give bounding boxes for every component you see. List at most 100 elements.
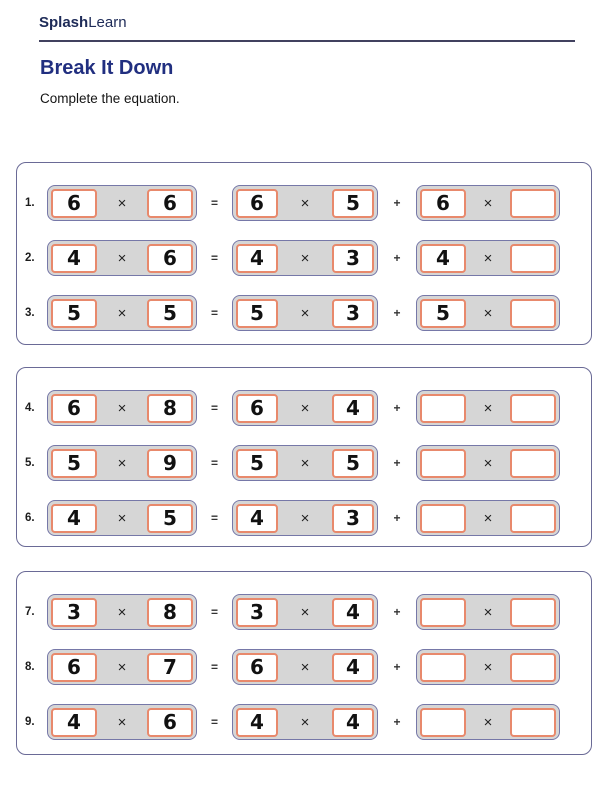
factor-box: 3 xyxy=(332,298,374,328)
equation-group-missing-part: × xyxy=(416,445,560,481)
multiply-icon: × xyxy=(117,304,127,322)
factor-box: 6 xyxy=(51,393,97,423)
multiply-icon: × xyxy=(117,603,127,621)
problem-number: 6. xyxy=(25,512,35,524)
equals-sign: = xyxy=(210,306,218,320)
multiply-icon: × xyxy=(300,194,310,212)
equation-row: 2. 4 × 6 = 4 × 3 + 4 × xyxy=(25,240,591,276)
answer-box[interactable] xyxy=(420,393,466,423)
answer-box[interactable] xyxy=(510,597,556,627)
equation-row: 5. 5 × 9 = 5 × 5 + × xyxy=(25,445,591,481)
equation-group-missing-part: × xyxy=(416,500,560,536)
equation-group-known-part: 5 × 3 xyxy=(232,295,378,331)
plus-sign: + xyxy=(393,605,401,619)
answer-box[interactable] xyxy=(510,393,556,423)
plus-sign: + xyxy=(393,715,401,729)
equation-row: 8. 6 × 7 = 6 × 4 + × xyxy=(25,649,591,685)
multiply-icon: × xyxy=(117,658,127,676)
page-title: Break It Down xyxy=(40,57,174,79)
multiply-icon: × xyxy=(483,304,493,322)
multiply-icon: × xyxy=(117,713,127,731)
multiply-icon: × xyxy=(300,249,310,267)
problem-number: 8. xyxy=(25,661,35,673)
equation-group-known-part: 5 × 5 xyxy=(232,445,378,481)
factor-box: 5 xyxy=(147,298,193,328)
equation-group-product: 6 × 7 xyxy=(47,649,197,685)
equation-group-product: 6 × 8 xyxy=(47,390,197,426)
multiply-icon: × xyxy=(483,194,493,212)
equation-group-product: 5 × 9 xyxy=(47,445,197,481)
logo-text-learn: Learn xyxy=(88,14,127,31)
factor-box: 3 xyxy=(332,503,374,533)
plus-sign: + xyxy=(393,401,401,415)
answer-box[interactable] xyxy=(420,652,466,682)
factor-box: 5 xyxy=(236,448,278,478)
answer-box[interactable] xyxy=(510,243,556,273)
multiply-icon: × xyxy=(300,713,310,731)
multiply-icon: × xyxy=(483,249,493,267)
equation-row: 9. 4 × 6 = 4 × 4 + × xyxy=(25,704,591,740)
factor-box: 6 xyxy=(51,188,97,218)
answer-box[interactable] xyxy=(510,298,556,328)
factor-box: 8 xyxy=(147,393,193,423)
answer-box[interactable] xyxy=(420,707,466,737)
plus-sign: + xyxy=(393,306,401,320)
multiply-icon: × xyxy=(300,603,310,621)
equation-group-missing-part: × xyxy=(416,704,560,740)
equation-group-known-part: 6 × 4 xyxy=(232,649,378,685)
equation-row: 7. 3 × 8 = 3 × 4 + × xyxy=(25,594,591,630)
factor-box: 5 xyxy=(51,298,97,328)
answer-box[interactable] xyxy=(510,503,556,533)
multiply-icon: × xyxy=(483,658,493,676)
answer-box[interactable] xyxy=(420,448,466,478)
equation-group-known-part: 3 × 4 xyxy=(232,594,378,630)
answer-box[interactable] xyxy=(510,448,556,478)
factor-box: 5 xyxy=(236,298,278,328)
equation-group-missing-part: × xyxy=(416,594,560,630)
equation-group-product: 4 × 6 xyxy=(47,240,197,276)
equation-group-product: 4 × 5 xyxy=(47,500,197,536)
equals-sign: = xyxy=(210,401,218,415)
splashlearn-logo: SplashLearn xyxy=(39,14,127,31)
answer-box[interactable] xyxy=(510,652,556,682)
multiply-icon: × xyxy=(483,603,493,621)
factor-box: 5 xyxy=(420,298,466,328)
problem-number: 1. xyxy=(25,197,35,209)
plus-sign: + xyxy=(393,456,401,470)
factor-box: 4 xyxy=(236,503,278,533)
factor-box: 5 xyxy=(51,448,97,478)
factor-box: 6 xyxy=(147,707,193,737)
plus-sign: + xyxy=(393,196,401,210)
logo-text-splash: Splash xyxy=(39,14,89,31)
plus-sign: + xyxy=(393,251,401,265)
factor-box: 3 xyxy=(332,243,374,273)
equation-group-missing-part: 6 × xyxy=(416,185,560,221)
section-box-1: 1. 6 × 6 = 6 × 5 + 6 × 2. 4 × 6 = 4 × 3 xyxy=(16,162,592,345)
problem-number: 5. xyxy=(25,457,35,469)
answer-box[interactable] xyxy=(510,707,556,737)
factor-box: 4 xyxy=(236,707,278,737)
equation-group-known-part: 4 × 3 xyxy=(232,240,378,276)
answer-box[interactable] xyxy=(510,188,556,218)
factor-box: 4 xyxy=(51,707,97,737)
multiply-icon: × xyxy=(117,454,127,472)
answer-box[interactable] xyxy=(420,597,466,627)
equation-group-product: 3 × 8 xyxy=(47,594,197,630)
factor-box: 4 xyxy=(332,707,374,737)
equation-group-missing-part: 4 × xyxy=(416,240,560,276)
equals-sign: = xyxy=(210,511,218,525)
equals-sign: = xyxy=(210,660,218,674)
equals-sign: = xyxy=(210,605,218,619)
factor-box: 6 xyxy=(236,652,278,682)
factor-box: 6 xyxy=(147,188,193,218)
equation-row: 6. 4 × 5 = 4 × 3 + × xyxy=(25,500,591,536)
problem-number: 2. xyxy=(25,252,35,264)
plus-sign: + xyxy=(393,511,401,525)
factor-box: 9 xyxy=(147,448,193,478)
equation-group-known-part: 6 × 5 xyxy=(232,185,378,221)
factor-box: 4 xyxy=(236,243,278,273)
answer-box[interactable] xyxy=(420,503,466,533)
factor-box: 6 xyxy=(420,188,466,218)
equation-group-product: 5 × 5 xyxy=(47,295,197,331)
